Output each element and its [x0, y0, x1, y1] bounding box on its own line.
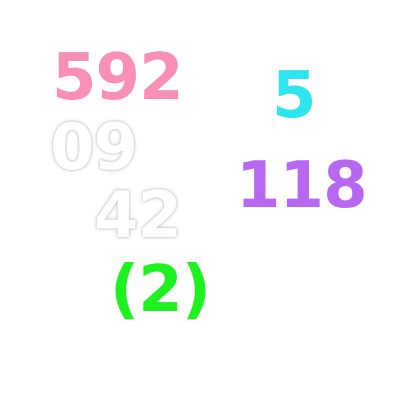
- number-5: 5: [272, 59, 317, 133]
- number-2-parenthesized: (2): [110, 253, 211, 327]
- number-42: 42: [94, 179, 182, 253]
- number-592: 592: [52, 41, 184, 115]
- number-118: 118: [236, 149, 368, 223]
- number-09: 09: [50, 111, 138, 185]
